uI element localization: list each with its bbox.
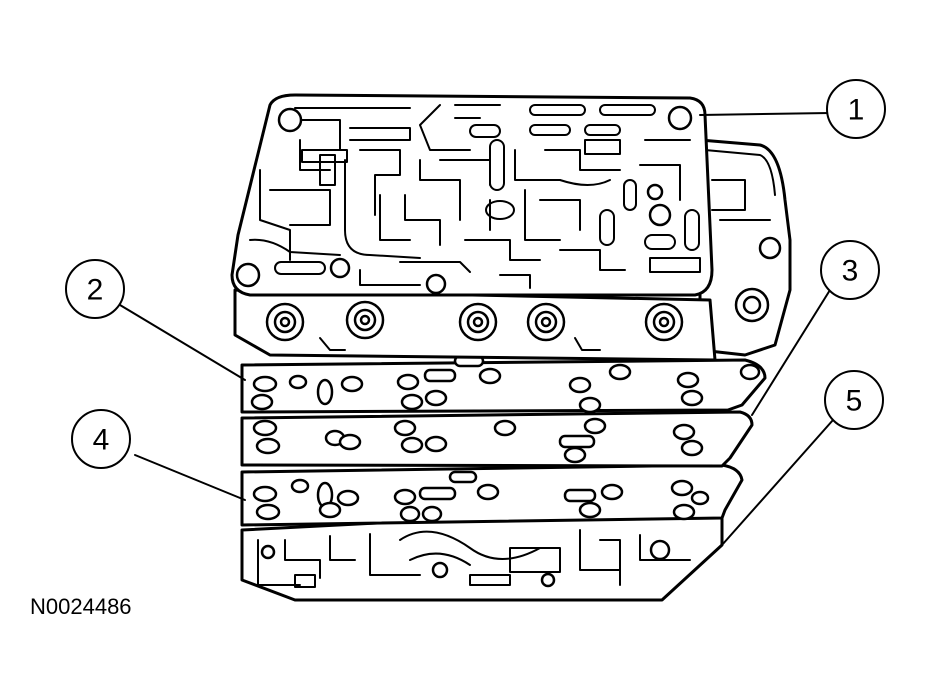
lower-gasket <box>240 463 744 527</box>
callout-2-label: 2 <box>87 274 104 307</box>
callout-2: 2 <box>65 259 125 319</box>
callout-3: 3 <box>820 240 880 300</box>
lower-valve-body <box>240 503 724 602</box>
callout-1: 1 <box>826 79 886 139</box>
callout-4-label: 4 <box>93 424 110 457</box>
figure-id: N0024486 <box>30 594 132 619</box>
leader-lines <box>119 112 834 546</box>
separator-plate <box>240 410 754 468</box>
upper-gasket <box>240 354 767 414</box>
callout-1-label: 1 <box>848 94 865 127</box>
callout-4: 4 <box>71 409 131 469</box>
callout-5: 5 <box>824 370 884 430</box>
upper-valve-body <box>230 93 792 362</box>
callout-3-label: 3 <box>842 255 859 288</box>
callout-5-label: 5 <box>846 385 863 418</box>
